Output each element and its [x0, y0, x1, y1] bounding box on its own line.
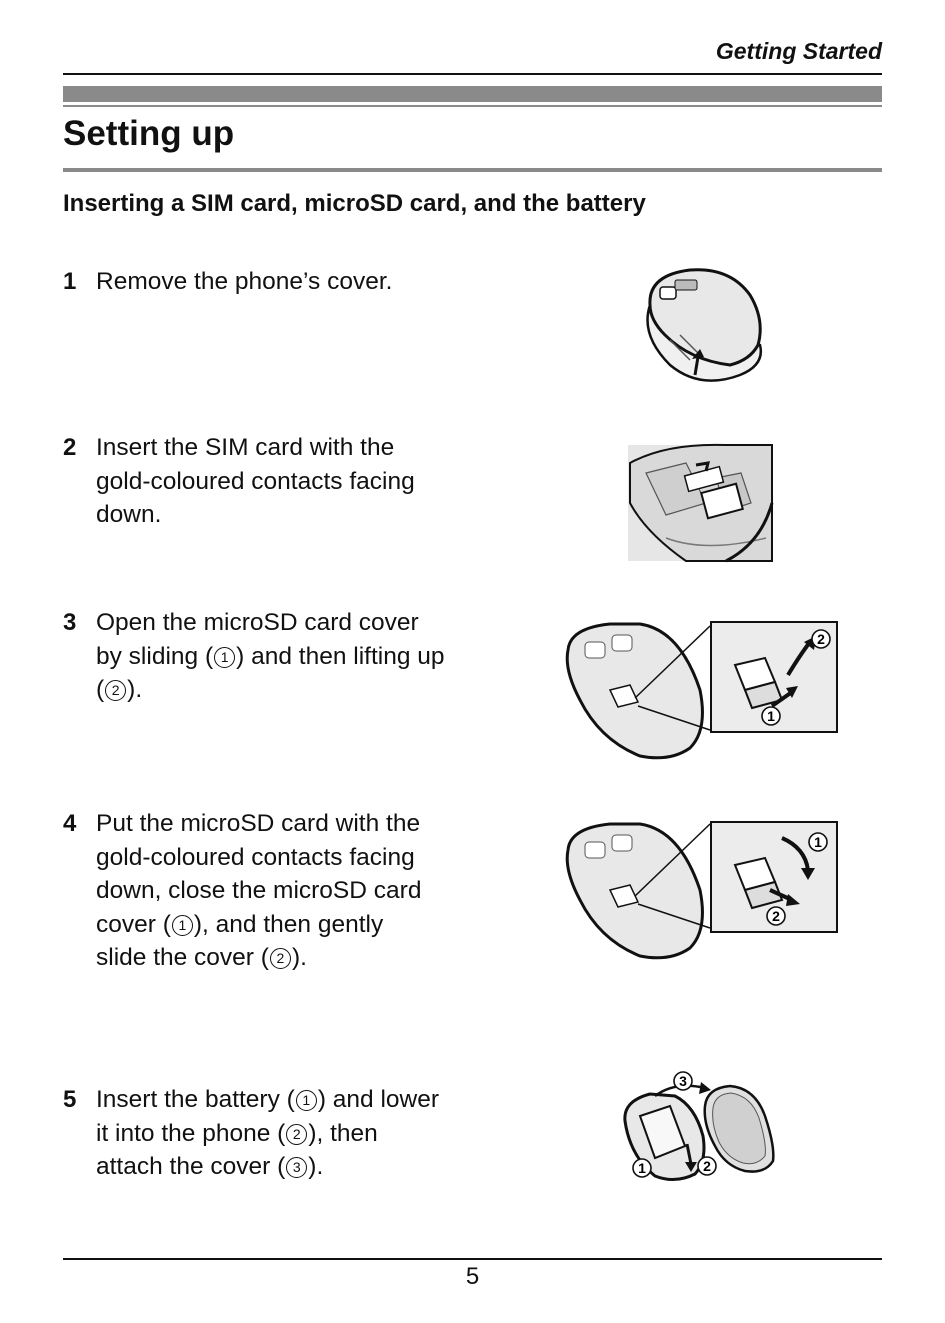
title-band-rule — [63, 105, 882, 107]
step-text-4: Put the microSD card with the gold-colou… — [96, 807, 436, 975]
page-number: 5 — [465, 1263, 480, 1290]
title-rule — [63, 168, 882, 172]
callout-2-icon — [766, 906, 786, 926]
running-header: Getting Started — [715, 38, 882, 64]
callout-1-icon — [761, 706, 781, 726]
step-text-1: Remove the phone’s cover. — [96, 265, 446, 299]
step-text-5-part: ). — [308, 1153, 324, 1180]
open-microsd-cover-illustration: 2 1 — [565, 621, 838, 760]
step-text-2-part: Insert the SIM card with the gold-colour… — [96, 434, 415, 528]
callout-2-icon — [811, 629, 831, 649]
callout-label: 1 — [638, 1160, 646, 1176]
callout-1-icon — [808, 832, 828, 852]
step-text-5-part: ) and lower it into the phone ( — [96, 1086, 440, 1147]
callout-label: 2 — [817, 631, 825, 647]
callout-3-icon — [673, 1071, 693, 1091]
circled-number-icon: 1 — [171, 914, 193, 936]
step-text-4-part: ). — [291, 944, 307, 971]
step-text-2: Insert the SIM card with the gold-colour… — [96, 431, 446, 532]
callout-label: 2 — [772, 908, 780, 924]
insert-battery-illustration: 3 1 2 — [623, 1071, 775, 1181]
header-rule — [63, 73, 882, 75]
callout-label: 1 — [767, 708, 775, 724]
circled-number-icon: 3 — [286, 1157, 308, 1178]
insert-microsd-illustration: 1 2 — [565, 821, 838, 960]
step-number-1: 1 — [63, 268, 77, 295]
step-text-3-part: ) and then lifting up ( — [96, 642, 445, 704]
step-number-2: 2 — [63, 434, 77, 461]
remove-cover-illustration — [646, 268, 763, 382]
step-number-5: 5 — [63, 1086, 77, 1113]
page-title: Setting up — [63, 114, 235, 153]
section-heading: Inserting a SIM card, microSD card, and … — [63, 190, 646, 217]
step-text-5: Insert the battery (1) and lower it into… — [96, 1083, 446, 1184]
footer-rule — [63, 1258, 882, 1260]
step-text-1-part: Remove the phone’s cover. — [96, 268, 393, 295]
callout-label: 3 — [679, 1073, 687, 1089]
step-number-4: 4 — [63, 810, 77, 837]
callout-label: 2 — [703, 1158, 711, 1174]
step-text-5-part: ), then attach the cover ( — [96, 1119, 378, 1181]
circled-number-icon: 1 — [295, 1090, 317, 1111]
title-band — [63, 86, 882, 102]
step-text-4-part: Put the microSD card with the gold-colou… — [96, 810, 422, 938]
circled-number-icon: 1 — [214, 646, 236, 668]
step-text-3: Open the microSD card cover by sliding (… — [96, 606, 446, 707]
step-number-3: 3 — [63, 609, 77, 636]
sim-card-illustration — [628, 443, 774, 563]
callout-2-icon — [697, 1156, 717, 1176]
circled-number-icon: 2 — [269, 948, 291, 969]
step-text-3-part: Open the microSD card cover by sliding ( — [96, 609, 419, 670]
circled-number-icon: 2 — [286, 1123, 308, 1145]
step-text-4-part: ), and then gently slide the cover ( — [96, 910, 384, 972]
step-text-5-part: Insert the battery ( — [96, 1086, 295, 1113]
callout-label: 1 — [814, 834, 822, 850]
callout-1-icon — [632, 1158, 652, 1178]
step-text-3-part: ). — [127, 676, 143, 703]
circled-number-icon: 2 — [105, 680, 127, 701]
